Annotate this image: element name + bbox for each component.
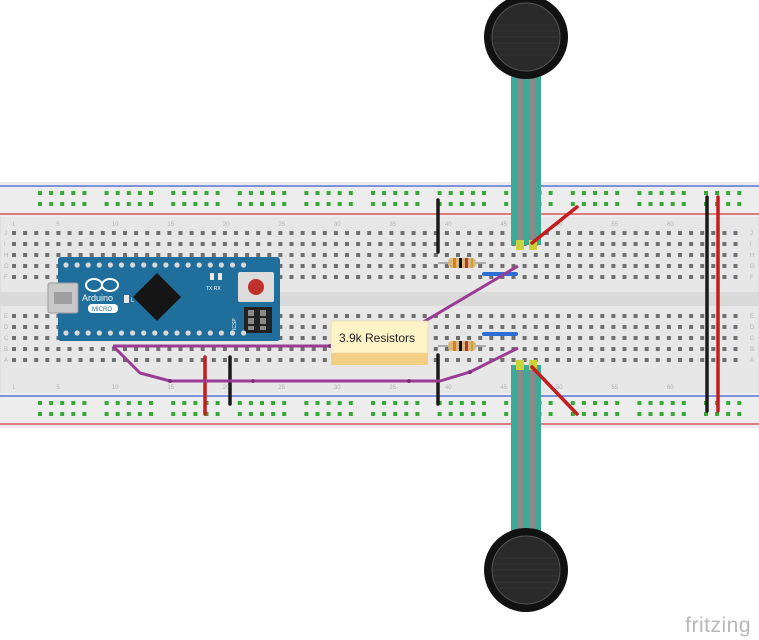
column-number: 10 bbox=[112, 222, 119, 228]
row-letter: H bbox=[750, 253, 754, 259]
column-number: 1 bbox=[12, 385, 16, 391]
row-letter: G bbox=[750, 264, 755, 270]
resistor-top bbox=[438, 258, 486, 268]
row-letter: E bbox=[750, 314, 754, 320]
power-rail-top bbox=[0, 183, 759, 217]
column-number: 55 bbox=[611, 385, 618, 391]
row-letter: B bbox=[4, 347, 8, 353]
arduino-micro: Arduino L MICRO TX RX ICSP bbox=[47, 257, 280, 341]
row-letter: F bbox=[4, 275, 8, 281]
force-sensor-top bbox=[484, 0, 568, 250]
arduino-logo bbox=[85, 278, 119, 292]
column-number: 40 bbox=[445, 385, 452, 391]
row-letter: A bbox=[4, 358, 8, 364]
row-letter: B bbox=[750, 347, 754, 353]
column-number: 15 bbox=[167, 385, 174, 391]
column-number: 10 bbox=[112, 385, 119, 391]
arduino-txrx-label: TX RX bbox=[206, 286, 221, 292]
note-resistors: 3.9k Resistors bbox=[330, 320, 429, 365]
column-numbers: 1155101015152020252530303535404045455050… bbox=[4, 222, 755, 391]
resistor-bottom bbox=[438, 341, 486, 351]
column-number: 30 bbox=[334, 385, 341, 391]
row-letter: C bbox=[750, 336, 755, 342]
column-number: 35 bbox=[389, 385, 396, 391]
wire-red-bottom-sensor bbox=[530, 365, 579, 416]
column-number: 40 bbox=[445, 222, 452, 228]
column-number: 20 bbox=[223, 385, 230, 391]
wire-purple-lower bbox=[111, 344, 519, 383]
microcontroller-chip bbox=[132, 272, 182, 322]
column-number: 50 bbox=[556, 385, 563, 391]
column-number: 45 bbox=[500, 222, 507, 228]
row-letter: C bbox=[4, 336, 9, 342]
row-letter: J bbox=[750, 231, 753, 237]
arduino-model-label: MICRO bbox=[92, 307, 112, 313]
column-number: 20 bbox=[223, 222, 230, 228]
wire-red-top-sensor bbox=[530, 205, 579, 245]
fritzing-watermark: fritzing bbox=[685, 614, 751, 637]
column-number: 55 bbox=[611, 222, 618, 228]
column-number: 15 bbox=[167, 222, 174, 228]
column-number: 25 bbox=[278, 222, 285, 228]
row-letter: D bbox=[750, 325, 755, 331]
column-number: 60 bbox=[667, 222, 674, 228]
arduino-icsp-label: ICSP bbox=[232, 318, 238, 330]
column-number: 25 bbox=[278, 385, 285, 391]
force-sensor-bottom bbox=[484, 360, 568, 612]
note-text: 3.9k Resistors bbox=[339, 331, 415, 345]
column-number: 35 bbox=[389, 222, 396, 228]
column-number: 50 bbox=[556, 222, 563, 228]
column-number: 45 bbox=[500, 385, 507, 391]
arduino-led-l-label: L bbox=[131, 298, 135, 304]
column-number: 60 bbox=[667, 385, 674, 391]
row-letter: D bbox=[4, 325, 9, 331]
column-number: 1 bbox=[12, 222, 16, 228]
row-letter: G bbox=[4, 264, 9, 270]
row-letter: I bbox=[4, 242, 6, 248]
row-letter: J bbox=[4, 231, 7, 237]
row-letter: F bbox=[750, 275, 754, 281]
row-letter: I bbox=[750, 242, 752, 248]
row-letter: E bbox=[4, 314, 8, 320]
column-number: 5 bbox=[56, 385, 60, 391]
column-number: 5 bbox=[56, 222, 60, 228]
column-number: 30 bbox=[334, 222, 341, 228]
power-rail-bottom bbox=[0, 393, 759, 427]
row-letter: H bbox=[4, 253, 8, 259]
arduino-brand-label: Arduino bbox=[82, 293, 113, 303]
row-letter: A bbox=[750, 358, 754, 364]
